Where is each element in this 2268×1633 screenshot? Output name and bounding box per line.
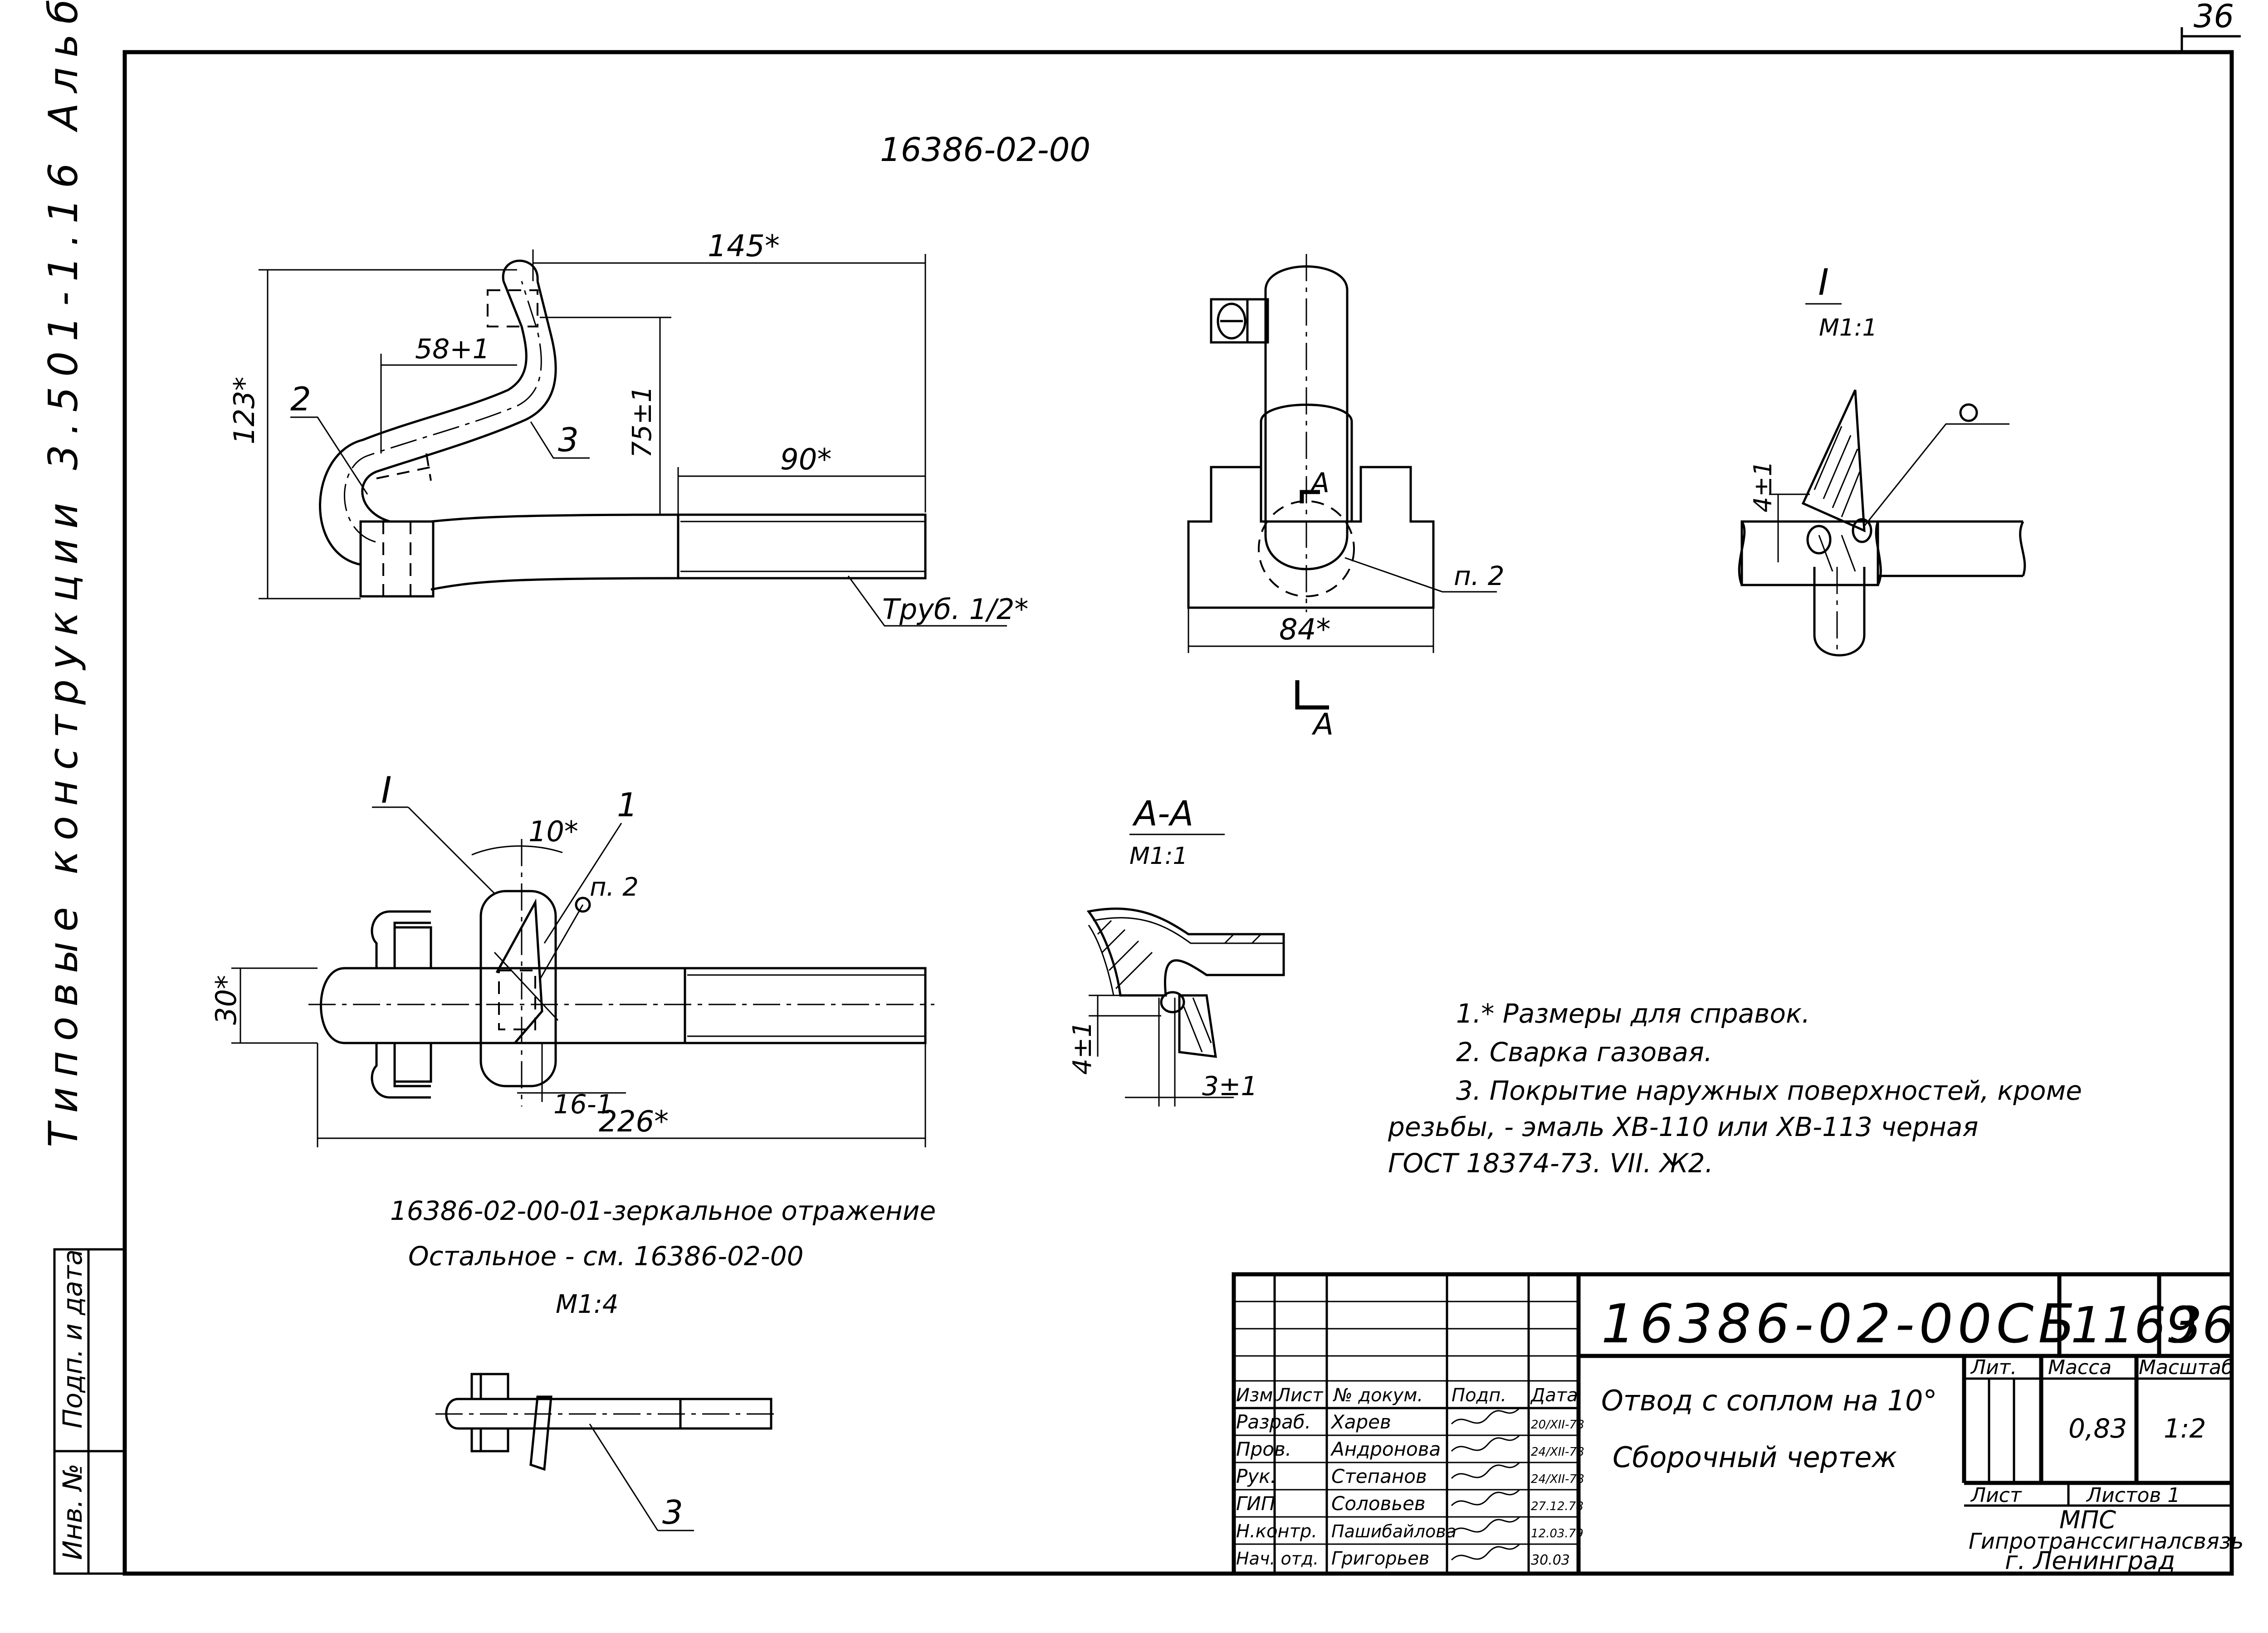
dim-226: 226* <box>599 1105 669 1139</box>
dim-90: 90* <box>780 443 831 477</box>
dim-84: 84* <box>1279 613 1330 647</box>
hdr-sign: Подп. <box>1452 1385 1506 1406</box>
page-corner-number: 36 <box>2194 0 2234 35</box>
left-strip: Подп. и дата Инв. № <box>53 1248 126 1575</box>
strip-sign-date: Подп. и дата <box>57 1249 88 1428</box>
doc-sheet: 36 <box>2170 1296 2234 1354</box>
mirror-line-1: 16386-02-00-01-зеркальное отражение <box>390 1195 936 1226</box>
section-dim-3: 3±1 <box>1202 1071 1257 1102</box>
row-name-4: Соловьев <box>1331 1492 1426 1515</box>
pipe-label: Труб. 1/2* <box>882 593 1028 626</box>
dim-16: 16-1 <box>553 1089 613 1120</box>
note-3-gost: ГОСТ 18374-73. VII. Ж2. <box>1388 1148 1713 1179</box>
row-role-4: ГИП <box>1236 1492 1275 1515</box>
org-line-1: МПС <box>2059 1506 2116 1534</box>
row-date-1: 20/XII-78 <box>1531 1418 1584 1432</box>
title-block: Изм. Лист № докум. Подп. Дата Разраб. Ха… <box>1232 1272 2244 1576</box>
hdr-lit: Лит. <box>1970 1356 2017 1379</box>
row-name-6: Григорьев <box>1331 1548 1429 1569</box>
section-AA-title: А-А <box>1132 793 1193 834</box>
dim-30: 30* <box>210 975 243 1025</box>
title-line-2: Сборочный чертеж <box>1613 1441 1897 1474</box>
section-mark-top: А <box>1309 467 1330 499</box>
dim-58: 58+1 <box>415 333 490 365</box>
top-drawing-code: 16386-02-00 <box>880 131 1090 169</box>
row-role-2: Пров. <box>1236 1438 1291 1460</box>
mass-value: 0,83 <box>2068 1413 2127 1444</box>
org-line-2: Гипротранссигналсвязь <box>1969 1529 2244 1554</box>
row-name-5: Пашибайлова <box>1331 1521 1457 1541</box>
notes-block: 1.* Размеры для справок. 2. Сварка газов… <box>1388 998 2082 1179</box>
row-name-1: Харев <box>1330 1411 1391 1433</box>
pos-2: 2 <box>290 380 311 418</box>
cut-mark-A: А <box>1311 707 1334 742</box>
doc-code: 16386-02-00СБ <box>1601 1292 2079 1355</box>
row-name-2: Андронова <box>1330 1438 1441 1460</box>
row-role-6: Нач. отд. <box>1236 1549 1319 1569</box>
section-AA-scale: М1:1 <box>1129 843 1188 870</box>
pos-3: 3 <box>558 421 579 459</box>
sheet-label: Лист <box>1970 1484 2022 1507</box>
detail-I-scale: М1:1 <box>1819 314 1877 341</box>
section-dim-4: 4±1 <box>1068 1021 1097 1075</box>
note-2: 2. Сварка газовая. <box>1456 1037 1712 1068</box>
hdr-date: Дата <box>1530 1385 1578 1406</box>
note-3: 3. Покрытие наружных поверхностей, кроме <box>1456 1075 2082 1106</box>
mirror-scale: М1:4 <box>556 1290 618 1319</box>
detail-I-title: I <box>1818 261 1829 303</box>
mirror-line-2: Остальное - см. 16386-02-00 <box>408 1241 804 1272</box>
row-date-4: 27.12.78 <box>1531 1500 1584 1513</box>
pos-1: 1 <box>617 786 638 824</box>
side-album-text: Типовые конструкции 3.501-1.16 Альбом <box>40 0 87 1147</box>
callout-I: I <box>381 769 392 811</box>
mirror-pos-3: 3 <box>662 1493 683 1531</box>
dim-145: 145* <box>708 229 780 263</box>
detail-I-dim: 4±1 <box>1749 461 1777 512</box>
title-line-1: Отвод с соплом на 10° <box>1601 1384 1937 1417</box>
plan-view: 10* I 1 п. 2 30* 16-1 226* <box>210 769 934 1147</box>
main-view: 145* 58+1 123* 75±1 90* Труб. 1/2* 2 3 <box>228 229 1028 627</box>
dim-123: 123* <box>228 377 261 444</box>
row-role-1: Разраб. <box>1236 1411 1311 1433</box>
row-name-3: Степанов <box>1331 1465 1427 1487</box>
drawing-frame: 36 <box>122 0 2241 1576</box>
detail-I-view: I М1:1 4±1 <box>1738 261 2026 657</box>
note-1: 1.* Размеры для справок. <box>1456 998 1810 1029</box>
hdr-doc: № докум. <box>1333 1385 1423 1406</box>
org-line-3: г. Ленинград <box>2005 1546 2175 1575</box>
scale-value: 1:2 <box>2164 1413 2206 1444</box>
doc-number: 1169 <box>2071 1296 2198 1354</box>
plan-note-p2: п. 2 <box>590 873 639 902</box>
hdr-izm: Изм. <box>1236 1385 1279 1406</box>
section-AA-view: А-А М1:1 4±1 3±1 <box>1068 793 1285 1107</box>
signature-scribbles <box>1451 1407 1520 1561</box>
section-hatch <box>1097 920 1262 990</box>
row-date-2: 24/XII-78 <box>1531 1445 1584 1459</box>
row-role-5: Н.контр. <box>1236 1521 1317 1542</box>
side-view: А п. 2 84* А <box>1187 254 1505 742</box>
dim-75: 75±1 <box>626 386 657 458</box>
angle-10: 10* <box>528 815 578 848</box>
row-role-3: Рук. <box>1236 1465 1276 1487</box>
side-note-p2: п. 2 <box>1454 561 1505 591</box>
strip-inv-no: Инв. № <box>57 1463 88 1560</box>
hdr-scale: Масштаб <box>2139 1356 2234 1379</box>
hdr-mass: Масса <box>2048 1356 2112 1379</box>
detail-hatch <box>1813 426 1861 572</box>
hdr-list: Лист <box>1276 1385 1324 1406</box>
note-3-cont: резьбы, - эмаль ХВ-110 или ХВ-113 черная <box>1388 1111 1978 1142</box>
row-date-6: 30.03 <box>1531 1552 1570 1568</box>
sheets-label: Листов 1 <box>2086 1484 2180 1507</box>
mirror-note: 16386-02-00-01-зеркальное отражение Оста… <box>390 1195 936 1531</box>
row-date-3: 24/XII-78 <box>1531 1472 1584 1486</box>
row-date-5: 12.03.79 <box>1531 1527 1584 1540</box>
